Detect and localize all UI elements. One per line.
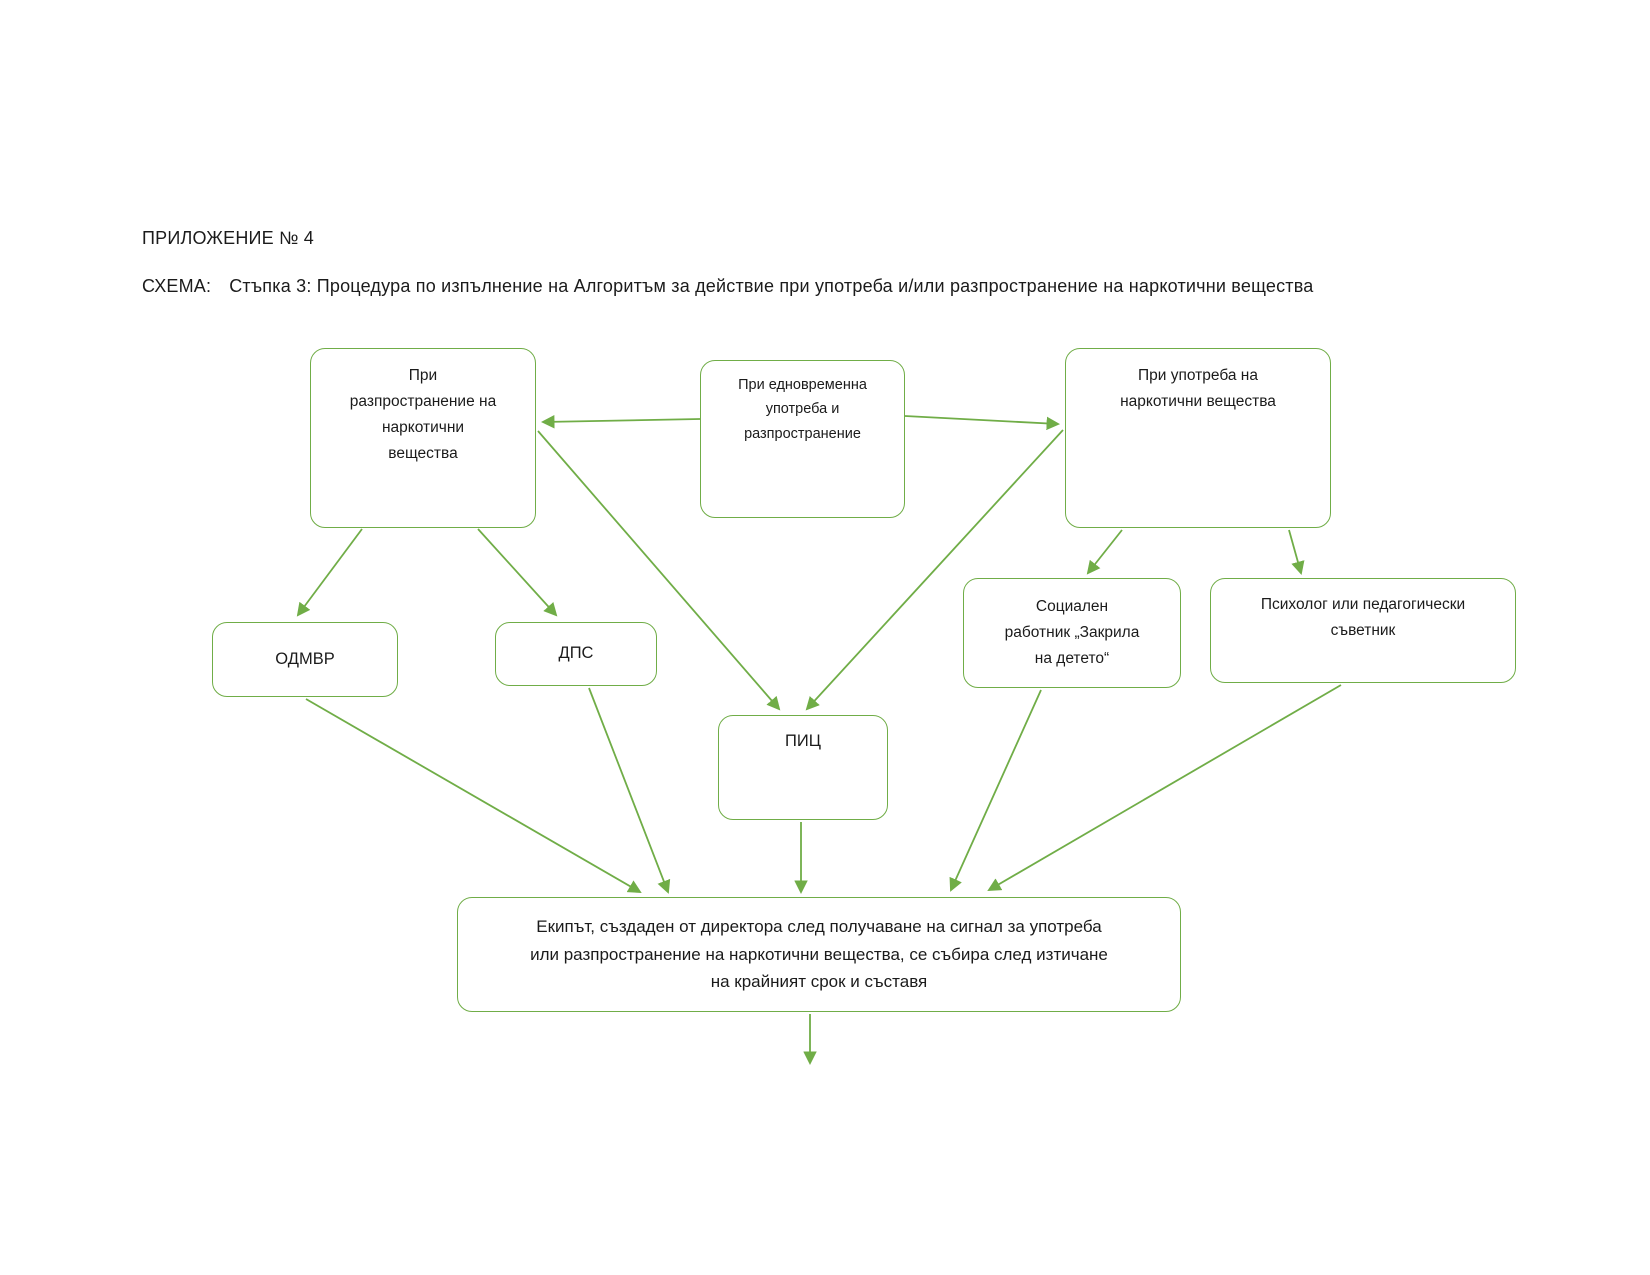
node-team-label: Екипът, създаден от директора след получ… bbox=[530, 917, 1108, 992]
node-simultaneous-label: При едновременна употреба и разпростране… bbox=[738, 377, 867, 442]
node-dps: ДПС bbox=[495, 622, 657, 686]
connector-distribution-to-odmvr bbox=[296, 528, 363, 617]
connector-psychologist-to-team bbox=[987, 684, 1342, 892]
node-pic: ПИЦ bbox=[718, 715, 888, 820]
node-psychologist-label: Психолог или педагогически съветник bbox=[1260, 596, 1466, 640]
appendix-heading: ПРИЛОЖЕНИЕ № 4 bbox=[142, 228, 314, 248]
node-team: Екипът, създаден от директора след получ… bbox=[457, 897, 1181, 1012]
node-social-worker: Социален работник „Закрила на детето“ bbox=[963, 578, 1181, 688]
connector-use-to-social bbox=[1086, 529, 1123, 575]
node-use: При употреба на наркотични вещества bbox=[1065, 348, 1331, 528]
schema-label: СХЕМА: bbox=[142, 276, 212, 296]
node-distribution-label: При разпространение на наркотични вещест… bbox=[349, 367, 497, 463]
node-odmvr: ОДМВР bbox=[212, 622, 398, 697]
connector-simultaneous-to-use bbox=[904, 415, 1061, 431]
node-social-worker-label: Социален работник „Закрила на детето“ bbox=[1004, 597, 1140, 668]
node-use-label: При употреба на наркотични вещества bbox=[1120, 367, 1276, 411]
schema-title: Стъпка 3: Процедура по изпълнение на Алг… bbox=[229, 276, 1314, 296]
connector-simultaneous-to-distribution bbox=[540, 415, 701, 429]
node-odmvr-label: ОДМВР bbox=[275, 649, 335, 668]
connector-distribution-to-dps bbox=[477, 528, 558, 617]
node-distribution: При разпространение на наркотични вещест… bbox=[310, 348, 536, 528]
connector-odmvr-to-team bbox=[305, 698, 642, 894]
connector-use-to-psychologist bbox=[1288, 529, 1305, 575]
connector-dps-to-team bbox=[588, 687, 671, 894]
schema-heading: СХЕМА: Стъпка 3: Процедура по изпълнение … bbox=[142, 276, 1314, 297]
node-pic-label: ПИЦ bbox=[785, 732, 821, 750]
node-dps-label: ДПС bbox=[558, 644, 594, 663]
node-simultaneous-use-distribution: При едновременна употреба и разпростране… bbox=[700, 360, 905, 518]
node-psychologist: Психолог или педагогически съветник bbox=[1210, 578, 1516, 683]
connector-social-to-team bbox=[949, 689, 1042, 892]
